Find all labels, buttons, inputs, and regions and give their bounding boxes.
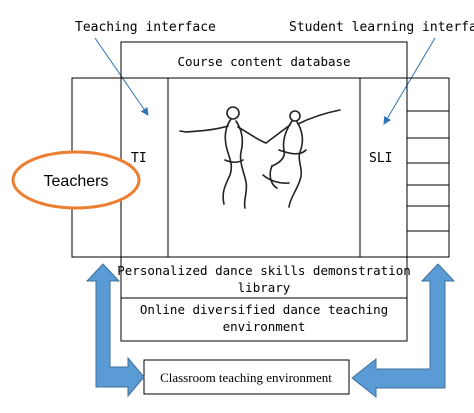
classroom-label: Classroom teaching environment	[160, 370, 332, 385]
teachers-ellipse	[11, 150, 141, 210]
classroom-box	[143, 359, 350, 395]
course-content-database-label: Course content database	[177, 54, 350, 69]
teaching-interface-label: Teaching interface	[75, 20, 216, 35]
library-label-line1: Personalized dance skills demonstration	[117, 263, 411, 278]
inner-frame	[120, 41, 408, 342]
online-environment-line2: environment	[223, 319, 306, 334]
sli-label: SLI	[369, 151, 392, 166]
sli-slots	[407, 110, 449, 232]
ti-label: TI	[131, 151, 147, 166]
teachers-label: Teachers	[44, 173, 109, 190]
sli-pointer	[383, 37, 436, 125]
dancing-couple-sketch-icon	[179, 106, 341, 209]
student-learning-interface-label: Student learning interface	[289, 20, 474, 35]
library-label-line2: library	[238, 280, 291, 295]
online-environment-line1: Online diversified dance teaching	[140, 302, 388, 317]
right-double-arrow	[351, 263, 456, 399]
left-double-arrow	[85, 263, 145, 398]
